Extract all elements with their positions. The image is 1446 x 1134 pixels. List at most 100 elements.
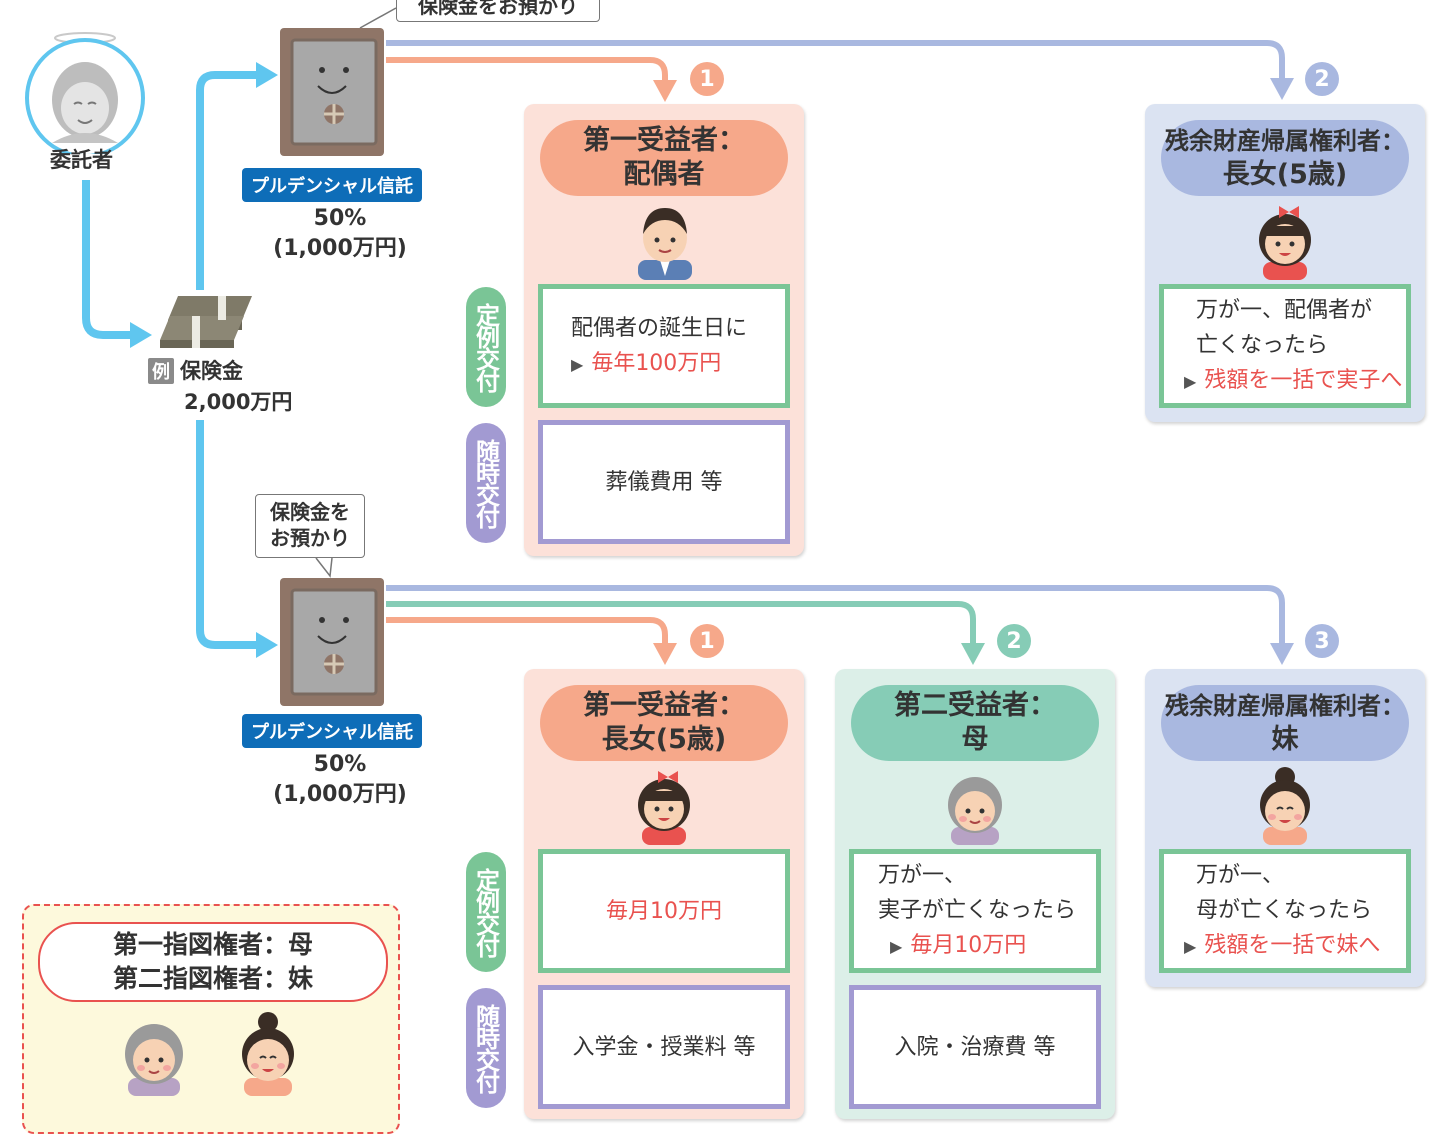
arrow-head xyxy=(256,632,278,658)
regular-text: 毎月10万円 xyxy=(606,898,722,924)
bottom-second-title: 第二受益者： 母 xyxy=(851,685,1099,761)
settlor-label: 委託者 xyxy=(50,148,113,172)
second-line1: 万が一、 xyxy=(878,863,967,888)
title-line1: 第一受益者： xyxy=(583,690,745,721)
title-line1: 第二受益者： xyxy=(894,690,1056,721)
occasional-text: 入院・治療費 等 xyxy=(894,1034,1056,1060)
money-bundle-icon xyxy=(160,290,256,350)
instructors-panel: 第一指図権者：母 第二指図権者：妹 xyxy=(22,904,400,1134)
top-trust-pct: 50% xyxy=(313,206,367,231)
insurance-amount: 2,000万円 xyxy=(184,390,293,414)
top-trust-company: プルデンシャル信託 xyxy=(242,168,422,202)
regular-line2: 毎年100万円 xyxy=(591,350,722,376)
daughter-girl-icon xyxy=(628,769,700,849)
bottom-to-residual-line xyxy=(386,585,1285,643)
bottom-second-regular-box: 万が一、 実子が亡くなったら ▶毎月10万円 xyxy=(849,849,1101,973)
badge-bottom-first: 1 xyxy=(690,624,724,658)
badge-top-first: 1 xyxy=(690,62,724,96)
triangle-icon: ▶ xyxy=(1184,372,1197,391)
residual-line2: 亡くなったら xyxy=(1196,333,1329,358)
title-line2: 配偶者 xyxy=(623,159,705,190)
bottom-occasional-label: 随時交付 xyxy=(466,988,506,1108)
bottom-first-beneficiary-card: 第一受益者： 長女(5歳) 毎月10万円 入学金・授業料 等 xyxy=(524,669,804,1119)
top-first-beneficiary-card: 第一受益者： 配偶者 配偶者の誕生日に ▶ 毎年100万円 葬儀費用 等 xyxy=(524,104,804,556)
badge-top-residual: 2 xyxy=(1305,62,1339,96)
top-residual-title: 残余財産帰属権利者： 長女(5歳) xyxy=(1161,120,1409,196)
residual-line1: 万が一、 xyxy=(1196,863,1285,888)
arrow-head xyxy=(130,322,152,348)
bottom-residual-box: 万が一、 母が亡くなったら ▶ 残額を一括で妹へ xyxy=(1159,849,1411,973)
arrow-head xyxy=(1270,643,1294,665)
insurance-to-bottom-trust-line xyxy=(196,420,256,649)
residual-line1: 万が一、配偶者が xyxy=(1196,298,1373,323)
top-first-title: 第一受益者： 配偶者 xyxy=(540,120,788,196)
bottom-first-title: 第一受益者： 長女(5歳) xyxy=(540,685,788,761)
second-line2: 実子が亡くなったら xyxy=(878,898,1077,923)
arrow-head xyxy=(1270,78,1294,100)
badge-bottom-second: 2 xyxy=(997,624,1031,658)
mother-icon xyxy=(116,1016,192,1100)
top-safe-icon xyxy=(278,26,386,158)
callout-line1: 保険金を xyxy=(270,500,350,524)
insurance-text: 保険金 xyxy=(180,359,243,383)
callout-tail xyxy=(359,7,397,29)
grandmother-icon xyxy=(25,32,145,158)
arrow-head xyxy=(961,643,985,665)
top-to-first-line xyxy=(386,57,668,80)
bottom-second-beneficiary-card: 第二受益者： 母 万が一、 実子が亡くなったら ▶毎月10万円 入院・治療費 等 xyxy=(835,669,1115,1119)
callout-line2: お預かり xyxy=(270,526,350,550)
example-tag: 例 xyxy=(148,358,174,384)
bottom-trust-amount: (1,000万円) xyxy=(273,782,407,807)
bottom-regular-label: 定例交付 xyxy=(466,852,506,972)
bottom-to-second-line xyxy=(386,601,976,643)
occasional-text: 入学金・授業料 等 xyxy=(572,1034,756,1060)
triangle-icon: ▶ xyxy=(571,354,584,374)
insurance-label: 例保険金 xyxy=(148,355,243,385)
top-trust-callout: 保険金をお預かり xyxy=(396,0,600,22)
spouse-man-icon xyxy=(630,204,700,284)
bottom-second-occasional-box: 入院・治療費 等 xyxy=(849,985,1101,1109)
sister-icon xyxy=(230,1010,306,1100)
triangle-icon: ▶ xyxy=(1184,937,1197,956)
triangle-icon: ▶ xyxy=(890,937,903,956)
bottom-trust-company: プルデンシャル信託 xyxy=(242,714,422,748)
title-line2: 妹 xyxy=(1271,724,1299,755)
instructors-pill: 第一指図権者：母 第二指図権者：妹 xyxy=(38,922,388,1002)
title-line1: 第一受益者： xyxy=(583,125,745,156)
title-line1: 残余財産帰属権利者： xyxy=(1165,127,1405,155)
sister-icon xyxy=(1249,765,1321,849)
bottom-residual-card: 残余財産帰属権利者： 妹 万が一、 母が亡くなったら ▶ 残額を一括で妹へ xyxy=(1145,669,1425,987)
regular-line1: 配偶者の誕生日に xyxy=(571,315,748,341)
arrow-head xyxy=(653,80,677,102)
insurance-to-top-trust-line xyxy=(196,71,256,290)
bottom-residual-title: 残余財産帰属権利者： 妹 xyxy=(1161,685,1409,761)
top-first-regular-box: 配偶者の誕生日に ▶ 毎年100万円 xyxy=(538,284,790,408)
top-to-residual-line xyxy=(386,40,1285,78)
top-residual-box: 万が一、配偶者が 亡くなったら ▶ 残額を一括で実子へ xyxy=(1159,284,1411,408)
occasional-text: 葬儀費用 等 xyxy=(605,469,723,495)
residual-line3: 残額を一括で妹へ xyxy=(1204,933,1381,958)
bottom-to-first-line xyxy=(386,617,668,643)
residual-line2: 母が亡くなったら xyxy=(1196,898,1373,923)
bottom-safe-icon xyxy=(278,576,386,708)
residual-line3: 残額を一括で実子へ xyxy=(1204,368,1403,393)
top-trust-amount: (1,000万円) xyxy=(273,236,407,261)
title-line2: 長女(5歳) xyxy=(1222,159,1348,190)
title-line2: 母 xyxy=(961,724,989,755)
callout-tail xyxy=(315,557,333,578)
top-residual-card: 残余財産帰属権利者： 長女(5歳) 万が一、配偶者が 亡くなったら ▶ 残額を一括… xyxy=(1145,104,1425,422)
arrow-head xyxy=(653,643,677,665)
settlor-avatar xyxy=(22,28,148,158)
daughter-girl-icon xyxy=(1249,204,1321,284)
instructor-line1: 第一指図権者：母 xyxy=(112,930,313,959)
title-line2: 長女(5歳) xyxy=(601,724,727,755)
bottom-trust-pct: 50% xyxy=(313,752,367,777)
arrow-head xyxy=(256,62,278,88)
instructor-line2: 第二指図権者：妹 xyxy=(112,964,313,993)
bottom-first-regular-box: 毎月10万円 xyxy=(538,849,790,973)
top-occasional-label: 随時交付 xyxy=(466,423,506,543)
title-line1: 残余財産帰属権利者： xyxy=(1165,692,1405,720)
mother-icon xyxy=(939,769,1011,849)
bottom-first-occasional-box: 入学金・授業料 等 xyxy=(538,985,790,1109)
top-first-occasional-box: 葬儀費用 等 xyxy=(538,420,790,544)
